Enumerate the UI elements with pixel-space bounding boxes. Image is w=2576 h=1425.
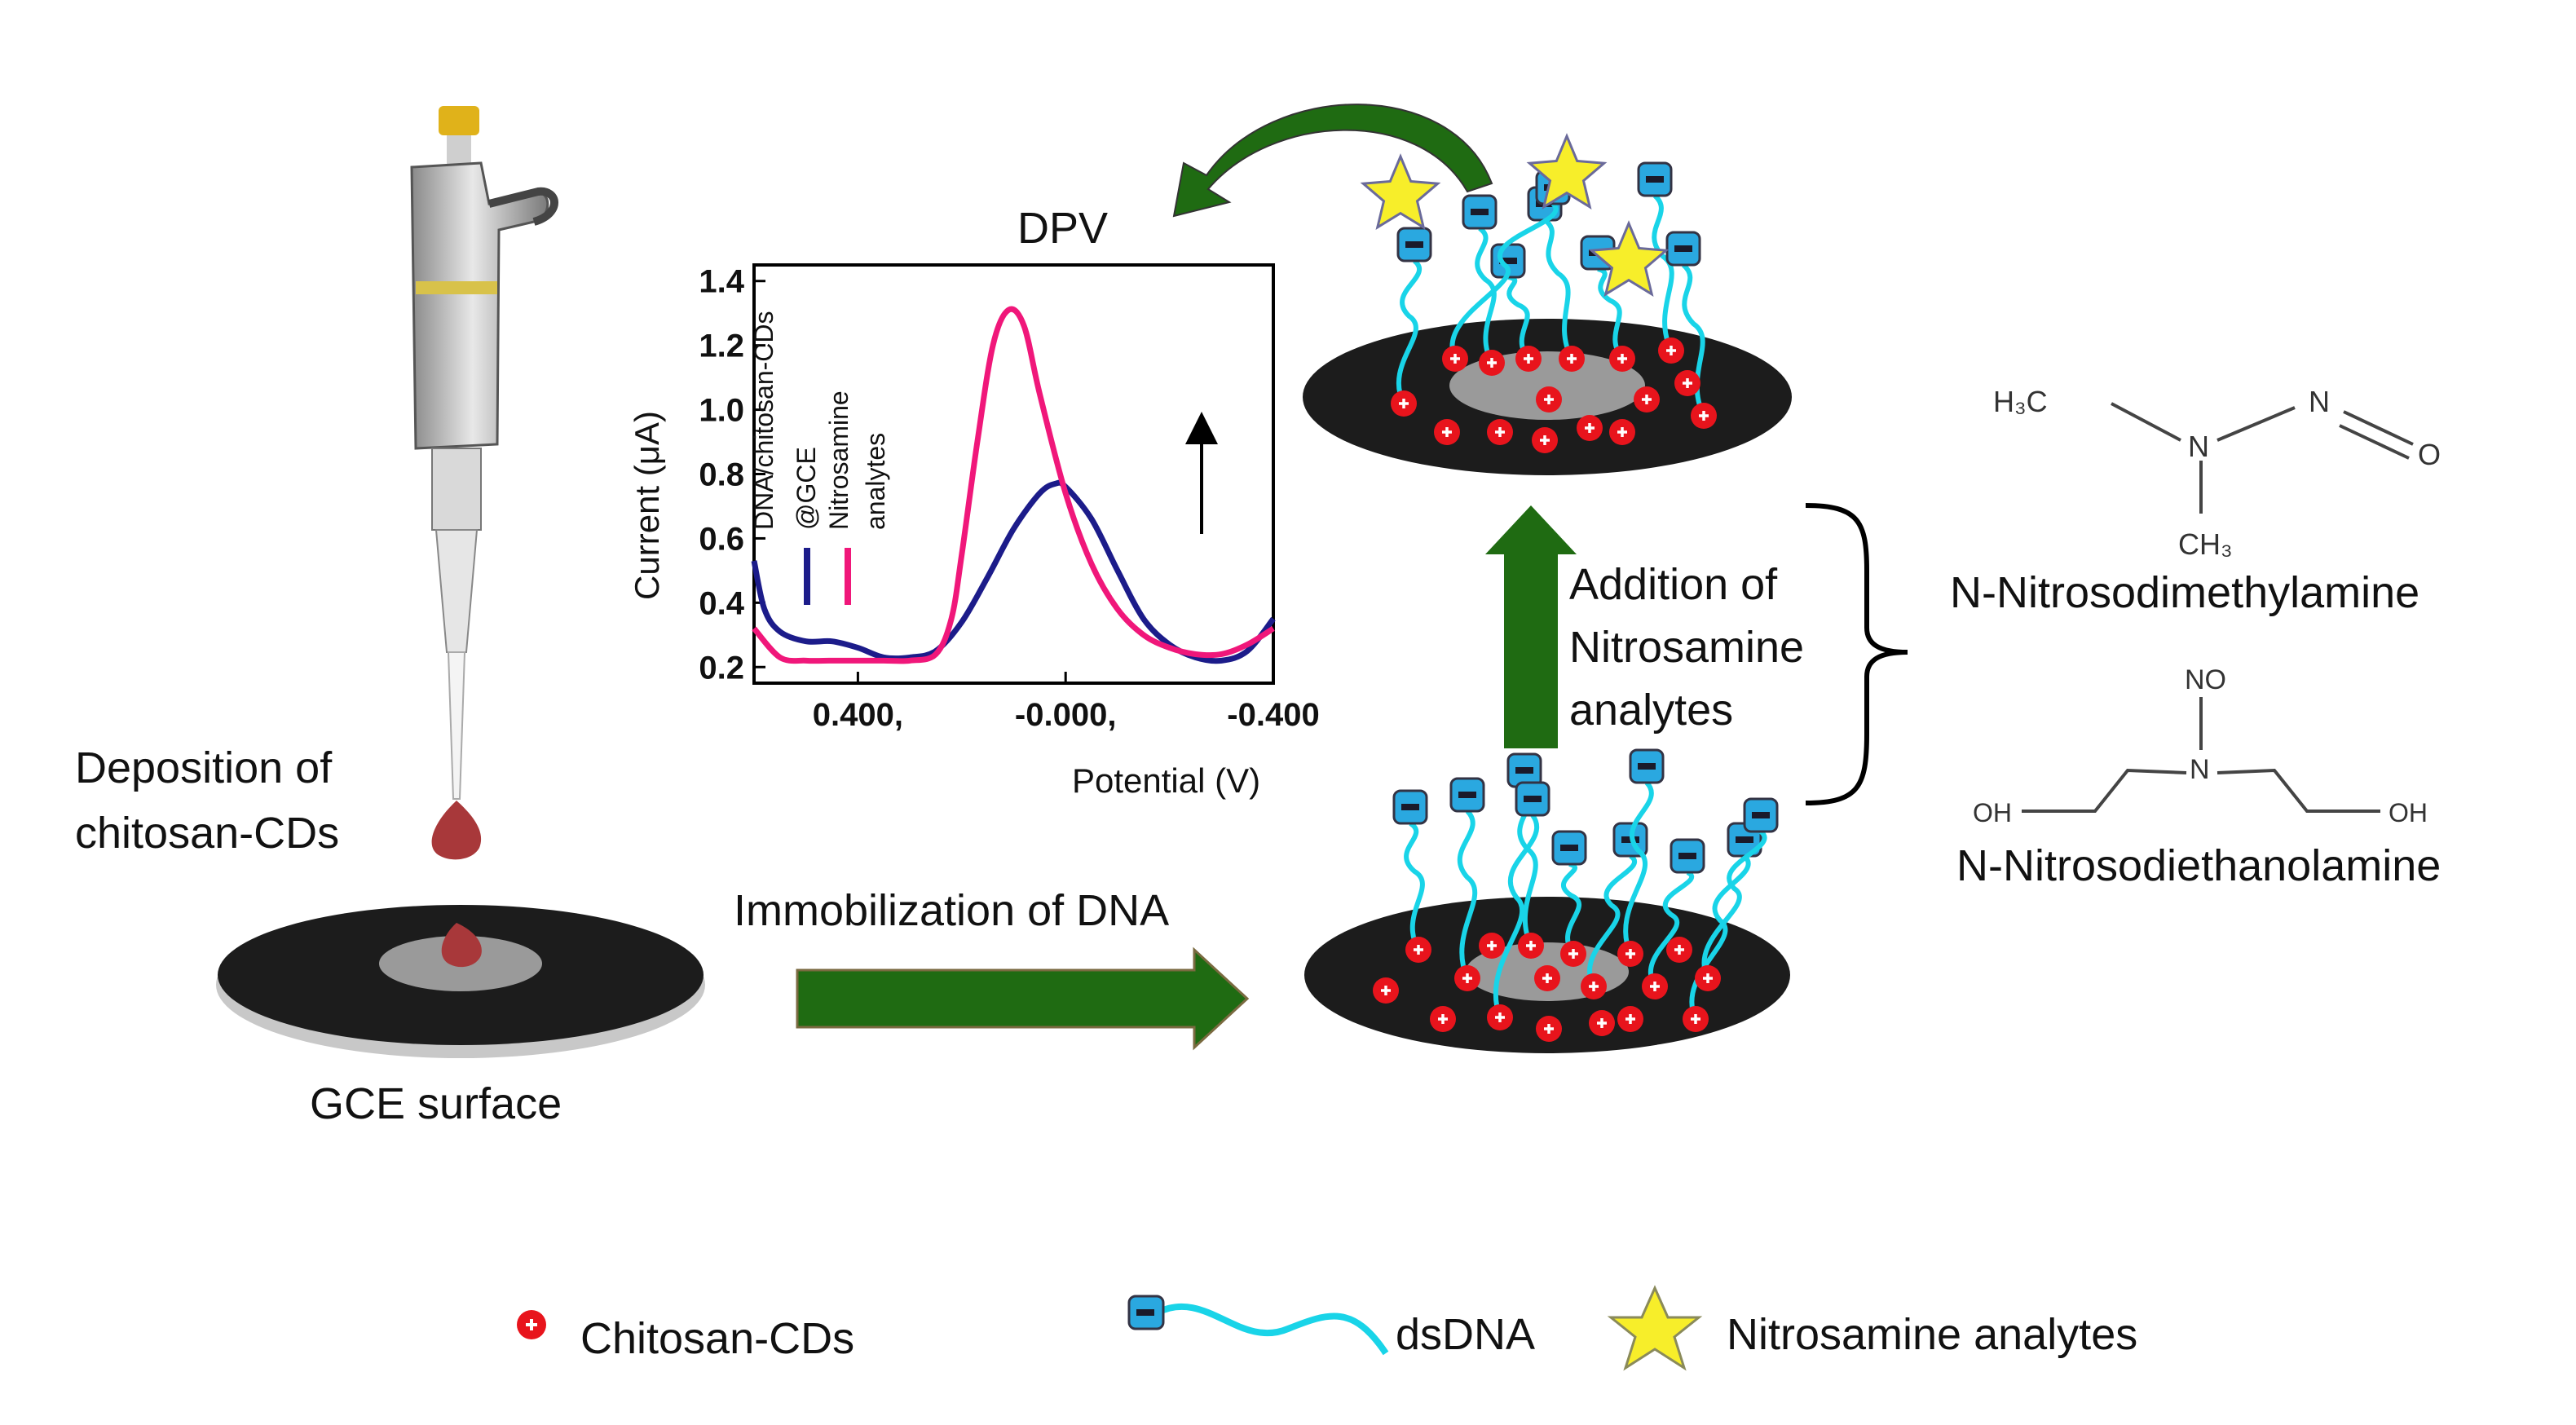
dna-minus <box>1646 176 1664 183</box>
legend-chitosan-label: Chitosan-CDs <box>580 1314 854 1363</box>
dna-minus <box>1752 812 1770 818</box>
y-tick-label: 0.4 <box>699 585 744 621</box>
dna-minus <box>1638 763 1656 770</box>
y-tick-label: 0.2 <box>699 650 744 686</box>
ndma-h3c: H₃C <box>1993 385 2048 418</box>
y-tick-label: 0.6 <box>699 521 744 557</box>
x-tick-label: 0.400, <box>813 697 903 733</box>
x-tick-label: -0.000, <box>1015 697 1117 733</box>
dna-strand <box>1506 275 1531 360</box>
dna-strand <box>1449 201 1559 360</box>
dna-minus <box>1471 209 1489 215</box>
legend-dsdna-icon <box>1127 1295 1389 1356</box>
ndela-oh-right: OH <box>2389 798 2428 827</box>
curved-arrow-icon <box>1172 104 1493 218</box>
nitrosamine-star-icon <box>1360 153 1441 230</box>
ndela-oh-left: OH <box>1973 798 2012 827</box>
chart-legend-text: analytes <box>861 433 890 530</box>
addition-label: Addition of Nitrosamine analytes <box>1569 560 1816 735</box>
y-tick-label: 1.2 <box>699 329 744 364</box>
legend: Chitosan-CDs dsDNA Nitrosamine analytes <box>517 1285 2137 1371</box>
dna-minus <box>1674 245 1692 252</box>
dna-strand <box>1647 870 1695 988</box>
legend-analytes-label: Nitrosamine analytes <box>1727 1310 2137 1359</box>
ndma-structure: H₃C N N O CH₃ <box>1993 385 2441 561</box>
up-arrow-icon <box>1485 505 1577 748</box>
gce-electrode <box>216 905 705 1058</box>
chart-title: DPV <box>1017 204 1108 253</box>
dna-minus <box>1524 796 1542 802</box>
chart-ylabel: Current (μA) <box>628 411 666 600</box>
deposition-label: Deposition of chitosan-CDs <box>75 743 344 858</box>
dna-strand <box>1561 862 1581 955</box>
ndma-n-top: N <box>2309 385 2330 418</box>
brace-icon <box>1805 503 1908 805</box>
dna-strand <box>1597 267 1625 360</box>
dna-minus <box>1401 804 1419 810</box>
dna-strand <box>1457 809 1478 980</box>
dna-minus <box>1458 792 1476 798</box>
dna-minus <box>1515 767 1533 774</box>
ndma-ch3: CH₃ <box>2178 527 2233 561</box>
dna-strand <box>1623 780 1654 955</box>
dna-strand <box>1543 218 1574 360</box>
chart-legend-text: DNA/chitosan-CDs <box>749 311 779 530</box>
immobilization-label: Immobilization of DNA <box>734 886 1169 935</box>
ndma-o: O <box>2418 438 2441 471</box>
ndma-n-center: N <box>2188 430 2209 463</box>
chart-xlabel: Potential (V) <box>1072 761 1260 800</box>
dna-strand <box>1493 814 1540 1019</box>
chart-legend-text: @GCE <box>792 447 821 530</box>
dna-minus <box>1405 241 1423 248</box>
nitrosamine-star-icon <box>1526 133 1608 210</box>
ndela-no: NO <box>2185 664 2226 695</box>
legend-chitosan-icon <box>517 1310 546 1339</box>
dna-minus <box>1678 853 1696 859</box>
legend-dsdna-label: dsDNA <box>1396 1310 1535 1359</box>
ndma-name: N-Nitrosodimethylamine <box>1950 568 2419 617</box>
ndela-n: N <box>2190 754 2210 785</box>
y-tick-label: 1.4 <box>699 264 744 300</box>
dna-strand <box>1475 226 1497 364</box>
pipette-icon <box>410 106 558 800</box>
x-tick-label: -0.400 <box>1227 697 1319 733</box>
right-arrow-icon <box>796 946 1250 1051</box>
dpv-chart: 0.2 0.4 0.6 0.8 1.0 1.2 1.4 0.400, -0.000, -0.400… <box>699 263 1320 733</box>
dna-minus <box>1736 836 1753 843</box>
series-line-1 <box>752 306 1275 664</box>
drop-icon <box>431 801 482 860</box>
ndela-structure: NO N OH OH <box>1973 664 2428 827</box>
gce-surface-label: GCE surface <box>310 1079 562 1128</box>
legend-star-icon <box>1607 1285 1703 1371</box>
dna-strand <box>1396 258 1423 405</box>
dna-minus <box>1560 845 1578 851</box>
y-tick-label: 1.0 <box>699 393 744 429</box>
dna-minus <box>1499 258 1517 264</box>
y-tick-label: 0.8 <box>699 457 744 493</box>
dna-strand <box>1586 854 1637 988</box>
ndela-name: N-Nitrosodiethanolamine <box>1956 841 2441 890</box>
chart-legend-text: Nitrosamine <box>824 390 854 530</box>
dna-strand <box>1652 193 1674 352</box>
electrode-with-analytes <box>1303 133 1792 475</box>
dna-strand <box>1701 829 1767 980</box>
nitrosamine-star-icon <box>1588 220 1670 297</box>
electrode-with-dna <box>1304 748 1790 1053</box>
dna-strand <box>1404 821 1425 951</box>
